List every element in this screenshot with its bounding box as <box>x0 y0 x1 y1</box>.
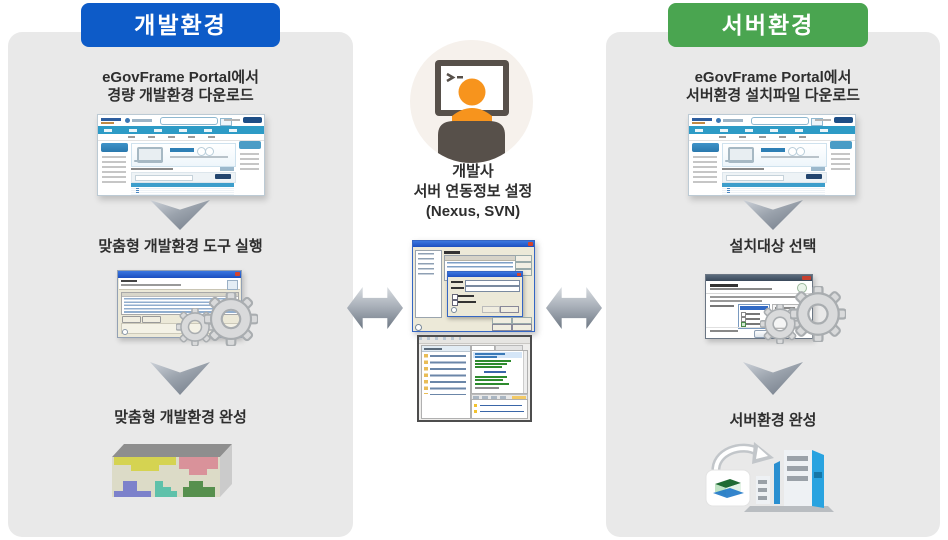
package-explorer <box>421 345 471 419</box>
bidirectional-arrow-icon <box>546 287 602 329</box>
dev-step2-line1: 맞춤형 개발환경 도구 실행 <box>98 238 263 255</box>
close-icon <box>235 272 240 276</box>
server-step2-title: 설치대상 선택 <box>606 238 940 256</box>
dev-step3-title: 맞춤형 개발환경 완성 <box>8 409 353 427</box>
server-step3-title: 서버환경 완성 <box>606 412 940 430</box>
center-caption-line3: (Nexus, SVN) <box>425 203 521 220</box>
close-icon <box>517 272 521 276</box>
server-step1-title: eGovFrame Portal에서 서버환경 설치파일 다운로드 <box>606 69 940 105</box>
laptop-icon <box>137 147 163 163</box>
close-icon <box>802 276 811 280</box>
server-step2-line1: 설치대상 선택 <box>729 238 817 255</box>
deploy-to-server-icon <box>705 442 834 512</box>
window-title-bar <box>706 275 812 281</box>
portal-search-box <box>751 117 809 125</box>
server-step1-line2: 서버환경 설치파일 다운로드 <box>686 87 860 104</box>
folder-icon <box>424 354 428 394</box>
developer-at-terminal-icon <box>410 40 533 163</box>
window-title-bar <box>413 241 534 247</box>
eclipse-ide-screenshot <box>417 335 532 422</box>
nexus-preferences-screenshot <box>412 240 535 332</box>
dev-step1-line1: eGovFrame Portal에서 <box>102 69 259 86</box>
dev-step1-line2: 경량 개발환경 다운로드 <box>107 87 254 104</box>
gear-icon <box>176 292 258 346</box>
portal-screenshot-left <box>97 114 265 196</box>
server-step3-line1: 서버환경 완성 <box>729 412 817 429</box>
console-panel <box>471 394 528 419</box>
component-box-icon <box>112 444 232 497</box>
new-mirror-dialog <box>447 271 523 317</box>
center-caption-line2: 서버 연동정보 설정 <box>413 183 533 200</box>
bidirectional-arrow-icon <box>347 287 403 329</box>
window-title-bar <box>118 271 241 278</box>
close-icon <box>528 242 533 246</box>
dev-environment-badge: 개발환경 <box>81 3 280 47</box>
dev-step3-line1: 맞춤형 개발환경 완성 <box>114 409 247 426</box>
window-title-bar <box>448 272 522 277</box>
center-caption: 개발사 서버 연동정보 설정 (Nexus, SVN) <box>373 162 573 222</box>
portal-screenshot-right <box>688 114 856 196</box>
portal-search-box <box>160 117 218 125</box>
center-caption-line1: 개발사 <box>452 163 494 180</box>
server-step1-line1: eGovFrame Portal에서 <box>694 69 852 86</box>
dev-step2-title: 맞춤형 개발환경 도구 실행 <box>8 238 353 256</box>
server-environment-badge: 서버환경 <box>668 3 868 47</box>
laptop-icon <box>728 147 754 163</box>
dev-step1-title: eGovFrame Portal에서 경량 개발환경 다운로드 <box>8 69 353 105</box>
gear-icon <box>760 286 846 344</box>
code-editor <box>471 350 528 394</box>
